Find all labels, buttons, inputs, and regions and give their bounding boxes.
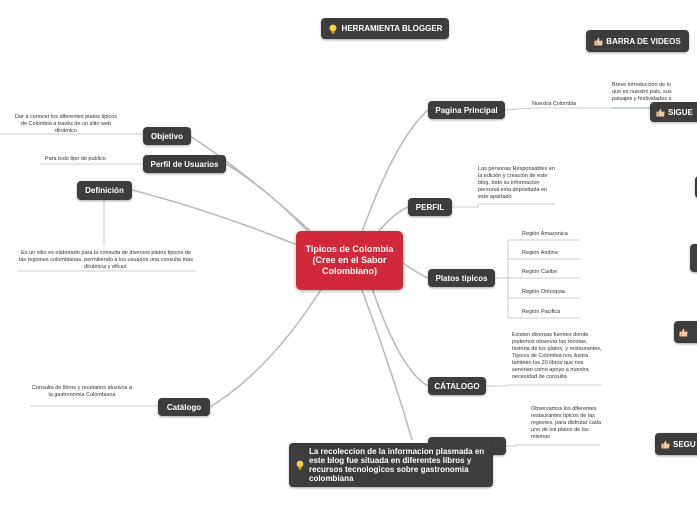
thumbs-up-icon bbox=[679, 327, 688, 337]
catalogo-left-topic[interactable]: Catálogo bbox=[158, 398, 210, 416]
objetivo-topic[interactable]: Objetivo bbox=[143, 127, 191, 145]
segu-label: SEGU bbox=[673, 439, 696, 449]
region-item: Región Amazonica bbox=[522, 231, 568, 237]
link-restaurantes bbox=[361, 289, 413, 441]
thumbs-up-icon bbox=[594, 36, 603, 46]
link-definicion bbox=[131, 189, 301, 247]
recoleccion-topic[interactable]: La recoleccion de la informacion plasmad… bbox=[289, 443, 493, 487]
line-nuestra-colombia bbox=[504, 107, 612, 111]
lightbulb-icon bbox=[296, 460, 304, 470]
sigue-label: SIGUE bbox=[668, 107, 693, 117]
catalogo-right-topic[interactable]: CÁTALOGO bbox=[428, 377, 486, 395]
sigue-topic-partial[interactable]: SIGUE bbox=[650, 102, 697, 122]
barra-videos-label: BARRA DE VIDEOS bbox=[606, 36, 681, 46]
edge-topic-partial[interactable] bbox=[674, 321, 697, 343]
platos-tipicos-label: Platos tipicos bbox=[435, 273, 488, 283]
underline-restaurantes bbox=[506, 444, 600, 447]
underline-perfil-note bbox=[452, 203, 555, 208]
region-item: Región Caribe bbox=[522, 269, 558, 275]
recoleccion-label: La recoleccion de la informacion plasmad… bbox=[309, 447, 485, 483]
bracket-regions bbox=[495, 240, 509, 318]
herramienta-blogger-topic[interactable]: HERRAMIENTA BLOGGER bbox=[321, 18, 449, 39]
breve-note: Breve introduccion de lo que es nuestro … bbox=[612, 82, 672, 102]
barra-videos-topic[interactable]: BARRA DE VIDEOS bbox=[586, 30, 689, 52]
objetivo-label: Objetivo bbox=[150, 131, 183, 141]
perfil-label: PERFIL bbox=[415, 202, 445, 212]
nuestra-colombia-note: Nuestra Colombia bbox=[532, 101, 577, 107]
definicion-note: Es un sitio es elaborado para la consult… bbox=[19, 250, 193, 270]
perfil-usuarios-note: Para todo tipo de publico bbox=[45, 156, 106, 162]
catalogo-left-note: Consulta de libros y recetarios alusivos… bbox=[32, 385, 132, 398]
central-topic[interactable]: Tipicos de Colombia (Cree en el Sabor Co… bbox=[296, 231, 403, 290]
region-item: Región Orinoquia bbox=[522, 289, 565, 295]
underline-catalogo-right bbox=[486, 384, 602, 387]
edge-topic-partial[interactable] bbox=[690, 244, 697, 272]
catalogo-right-note: Existen diversas fuentes donde podemos o… bbox=[512, 332, 602, 380]
pagina-principal-label: Pagina Principal bbox=[435, 105, 498, 115]
catalogo-left-label: Catálogo bbox=[166, 402, 202, 412]
link-perfil-usuarios bbox=[225, 163, 317, 241]
lightbulb-icon bbox=[329, 24, 336, 33]
link-platos bbox=[401, 261, 429, 279]
perfil-topic[interactable]: PERFIL bbox=[408, 198, 452, 216]
thumbs-up-icon bbox=[656, 107, 665, 117]
definicion-label: Definición bbox=[85, 186, 124, 195]
definicion-topic[interactable]: Definición bbox=[77, 181, 132, 200]
platos-tipicos-topic[interactable]: Platos tipicos bbox=[428, 269, 495, 287]
herramienta-blogger-label: HERRAMIENTA BLOGGER bbox=[341, 24, 443, 33]
region-item: Región Andina bbox=[522, 250, 558, 256]
perfil-usuarios-topic[interactable]: Perfil de Usuarios bbox=[143, 155, 226, 173]
objetivo-note: Dar a conocer los diferentes platos tipi… bbox=[14, 114, 118, 134]
pagina-principal-topic[interactable]: Pagina Principal bbox=[428, 101, 505, 119]
perfil-usuarios-label: Perfil de Usuarios bbox=[150, 159, 219, 169]
central-topic-title: Tipicos de Colombia (Cree en el Sabor Co… bbox=[305, 244, 394, 276]
link-pagina-principal bbox=[361, 109, 429, 233]
region-item: Región Pacifica bbox=[522, 309, 561, 315]
link-catalogo-right bbox=[371, 287, 429, 387]
restaurantes-note: Observamos los diferentes restaurantes t… bbox=[531, 406, 602, 440]
thumbs-up-icon bbox=[661, 439, 670, 449]
catalogo-right-label: CÁTALOGO bbox=[434, 381, 480, 391]
perfil-note: Las personas Responsables en la edición … bbox=[478, 166, 556, 200]
edge-topic-partial[interactable] bbox=[695, 176, 697, 198]
segu-topic-partial[interactable]: SEGU bbox=[655, 433, 697, 455]
link-catalogo-left bbox=[209, 287, 323, 408]
